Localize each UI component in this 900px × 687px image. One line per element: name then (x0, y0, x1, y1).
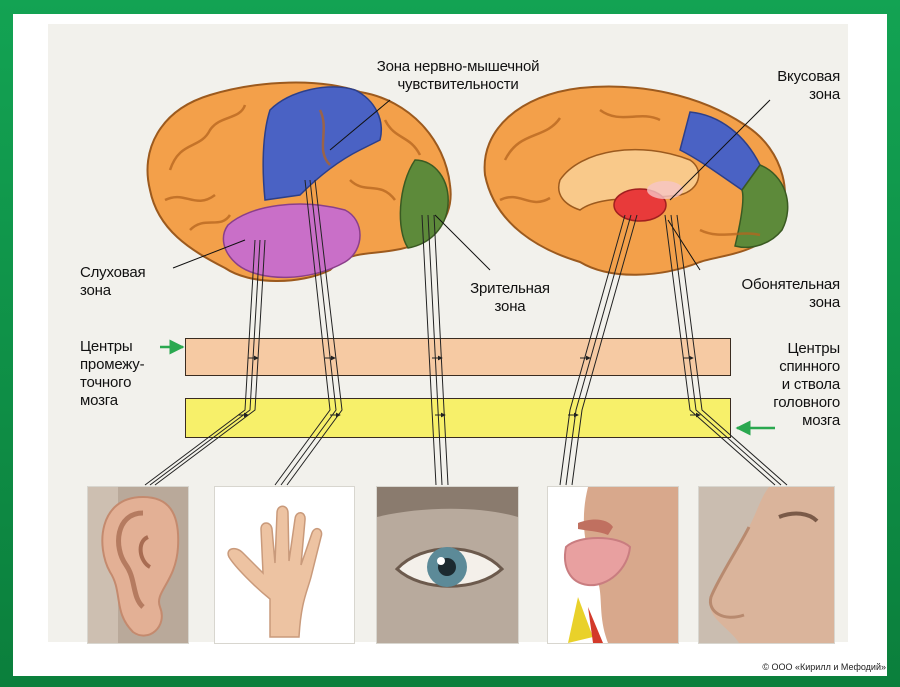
spinal-brainstem-centers-label: Центры спинного и ствола головного мозга (740, 340, 840, 430)
pathway-arrows (238, 358, 700, 415)
auditory-zone-label: Слуховая зона (80, 264, 180, 300)
taste-zone-label: Вкусовая зона (740, 68, 840, 104)
olfactory-zone-label: Обонятельная зона (690, 276, 840, 312)
lateral-brain (148, 83, 451, 281)
diencephalon-centers-label: Центры промежу- точного мозга (80, 338, 180, 410)
copyright-text: © ООО «Кирилл и Мефодий» (762, 662, 886, 672)
medial-brain (485, 87, 788, 275)
sensory-zone-label: Зона нервно-мышечной чувствительности (338, 58, 578, 94)
visual-zone-label: Зрительная зона (460, 280, 560, 316)
